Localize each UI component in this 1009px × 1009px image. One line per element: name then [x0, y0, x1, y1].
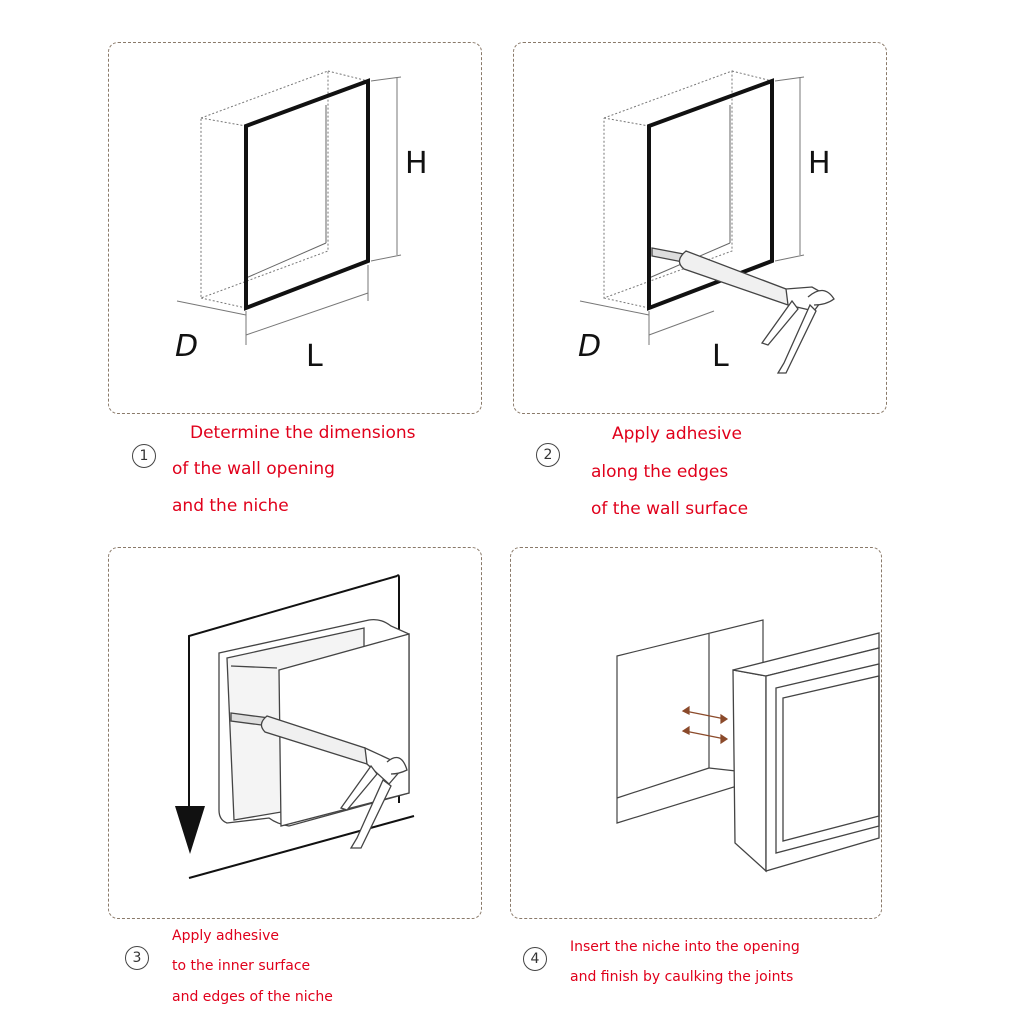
step-2-caption-line-3: of the wall surface [591, 499, 749, 519]
step-1-caption-line-3: and the niche [172, 496, 289, 516]
step-2-caption-line-2: along the edges [591, 462, 729, 482]
step-2-number: 2 [536, 443, 560, 467]
length-label: L [712, 339, 729, 374]
step-3-caption-line-3: and edges of the niche [172, 989, 333, 1005]
step-3-caption-line-2: to the inner surface [172, 958, 311, 974]
step-1-number: 1 [132, 444, 156, 468]
step-1-panel: H L D [108, 42, 482, 414]
step-1-caption-line-2: of the wall opening [172, 459, 335, 479]
step-4-number: 4 [523, 947, 547, 971]
step-1-caption-line-1: Determine the dimensions [190, 423, 416, 443]
apply-adhesive-wall-illustration: H L D [578, 70, 835, 374]
depth-label: D [175, 329, 198, 364]
depth-label: D [578, 329, 601, 364]
step-4-caption-line-1: Insert the niche into the opening [570, 939, 800, 955]
length-label: L [306, 339, 323, 374]
step-3-number: 3 [125, 946, 149, 970]
insert-niche-illustration [616, 619, 880, 873]
step-3-panel [108, 547, 482, 919]
step-4-caption-line-2: and finish by caulking the joints [570, 969, 794, 985]
height-label: H [405, 146, 428, 181]
down-arrow-icon [175, 806, 205, 854]
step-2-caption-line-1: Apply adhesive [612, 424, 742, 444]
insertion-arrows [681, 705, 729, 745]
step-2-panel: H L D [513, 42, 887, 414]
caulking-gun-icon [651, 247, 835, 374]
step-3-caption-line-1: Apply adhesive [172, 928, 280, 944]
step-4-panel [510, 547, 882, 919]
caulking-gun-icon [230, 712, 408, 849]
apply-adhesive-niche-illustration [175, 574, 415, 879]
niche-dimensions-illustration: H L D [175, 70, 428, 374]
height-label: H [808, 146, 831, 181]
